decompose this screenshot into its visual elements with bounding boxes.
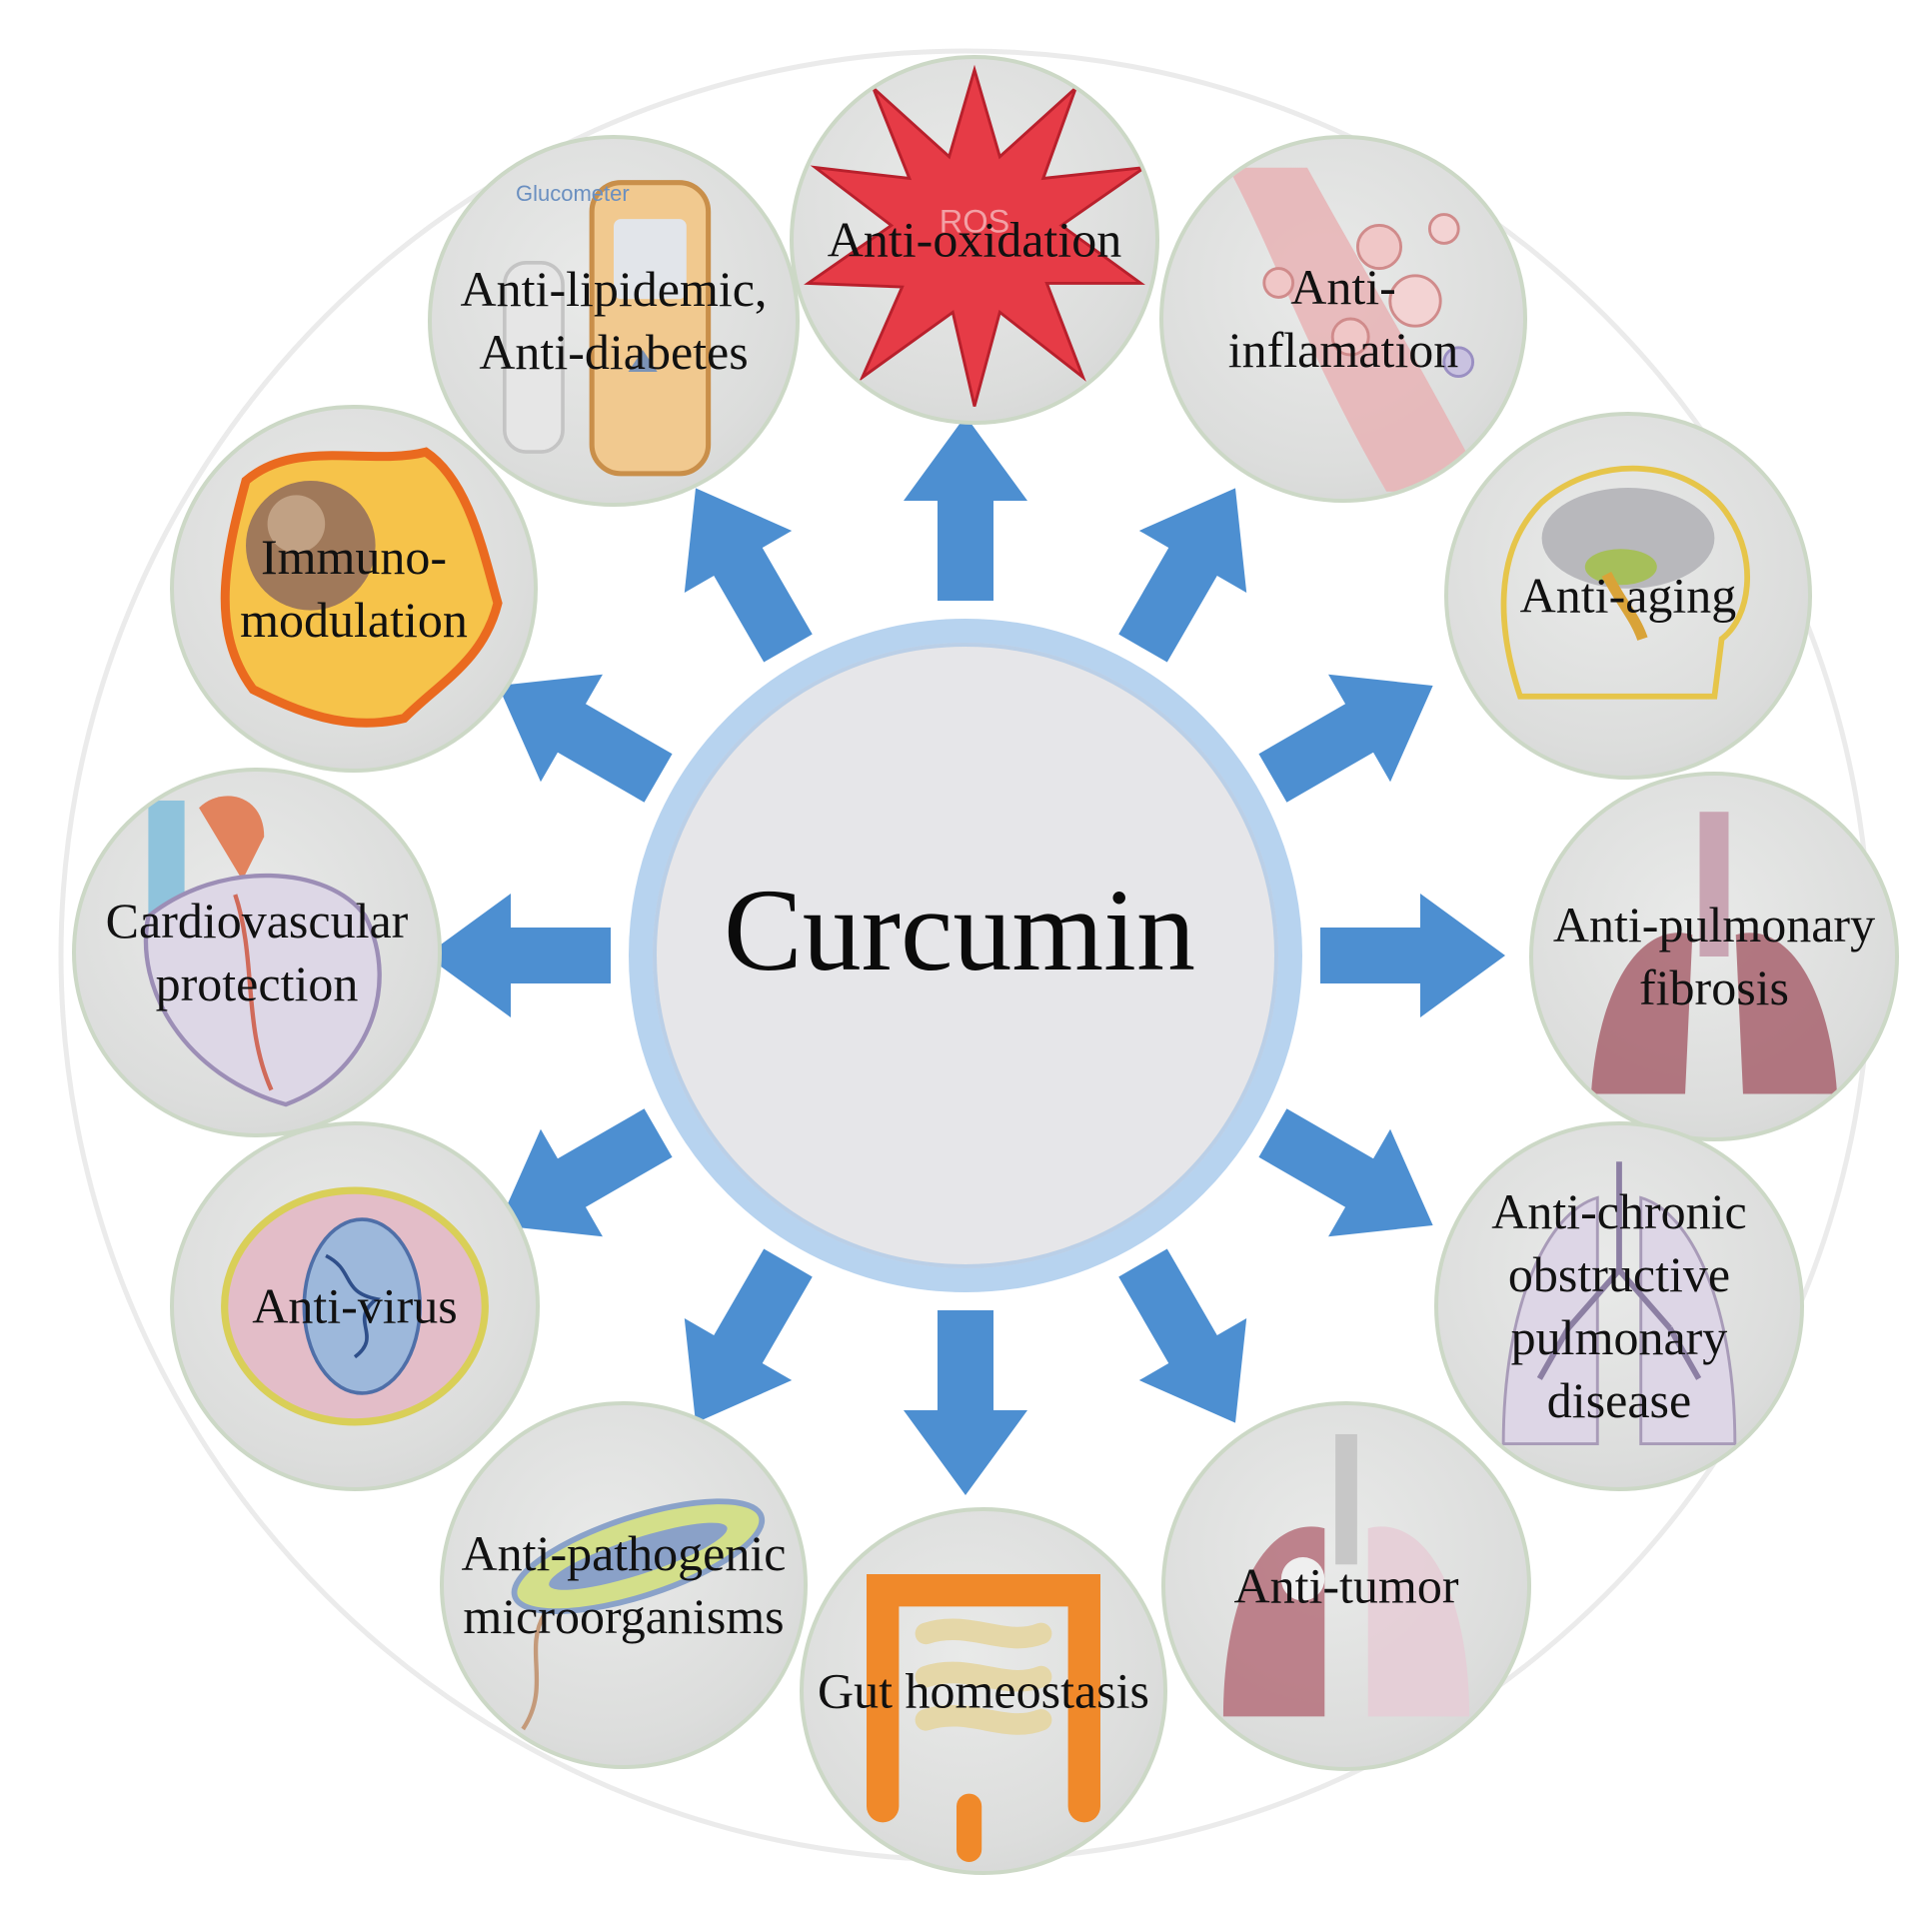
intestine-icon xyxy=(867,1574,1100,1862)
arrow-to-anti-pathogenic xyxy=(684,1248,813,1423)
bacterium-icon xyxy=(511,1498,766,1731)
arrow-to-anti-inflamation xyxy=(1118,488,1247,663)
effect-bubble-anti-virus: Anti-virus xyxy=(170,1121,540,1491)
effect-bubble-anti-oxidation: ROS Anti-oxidation xyxy=(790,55,1159,425)
glucometer-icon xyxy=(502,180,712,477)
brain-head-icon xyxy=(1500,465,1750,700)
immune-cell-icon xyxy=(220,447,503,728)
arrow-to-anti-copd xyxy=(1258,1108,1433,1237)
tumor-lungs-icon xyxy=(1222,1433,1470,1717)
virus-icon xyxy=(221,1186,489,1426)
arrow-to-anti-oxidation xyxy=(904,416,1027,601)
center-inner-ring xyxy=(653,643,1278,1268)
effect-bubble-cardiovascular: Cardiovascular protection xyxy=(72,768,442,1137)
blood-vessel-icon xyxy=(1227,167,1487,492)
arrow-to-gut-homeostasis xyxy=(904,1310,1027,1495)
effect-bubble-anti-lipidemic-diabetes: Glucometer Anti-lipidemic, Anti-diabetes xyxy=(428,135,800,507)
arrow-to-anti-tumor xyxy=(1118,1248,1247,1423)
lungs-icon xyxy=(1590,812,1838,1094)
effect-bubble-anti-inflamation: Anti- inflamation xyxy=(1159,135,1527,503)
arrow-to-immunomodulation xyxy=(498,674,673,803)
arrow-to-cardiovascular xyxy=(426,894,611,1017)
heart-icon xyxy=(143,796,382,1107)
bronchi-icon xyxy=(1501,1161,1737,1446)
svg-text:ROS: ROS xyxy=(940,204,1010,240)
arrow-to-anti-virus xyxy=(498,1108,673,1237)
effect-bubble-anti-aging: Anti-aging xyxy=(1444,412,1812,780)
effect-bubble-gut-homeostasis: Gut homeostasis xyxy=(800,1507,1167,1875)
center-label: Curcumin xyxy=(724,865,1195,995)
effect-bubble-anti-pulmonary-fibrosis: Anti-pulmonary fibrosis xyxy=(1529,772,1899,1141)
arrows-group xyxy=(426,416,1505,1495)
center-circle xyxy=(629,619,1302,1292)
arrow-to-anti-lipidemic-diabetes xyxy=(684,488,813,663)
glucometer-caption: Glucometer xyxy=(516,181,630,206)
arrow-to-anti-pulmonary-fibrosis xyxy=(1320,894,1505,1017)
effect-bubble-anti-tumor: Anti-tumor xyxy=(1161,1401,1531,1771)
burst-icon: ROS xyxy=(804,64,1145,407)
arrow-to-anti-aging xyxy=(1258,674,1433,803)
